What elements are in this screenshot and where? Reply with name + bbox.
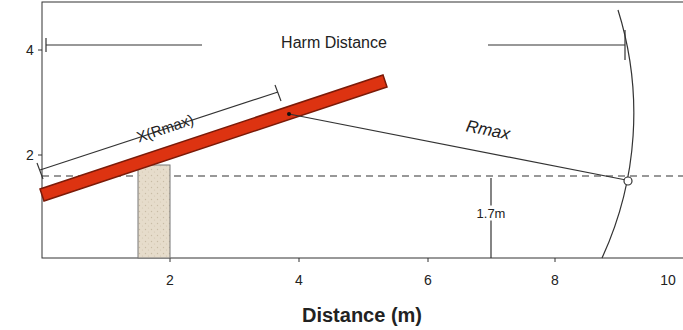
xrmax-bracket <box>37 85 281 179</box>
axis-tick-label: 6 <box>424 273 432 287</box>
pipe-bar <box>40 75 387 201</box>
axis-tick-label: 4 <box>26 43 34 57</box>
release-point <box>287 112 291 116</box>
axis-tick-label: 4 <box>295 273 303 287</box>
axis-ticks <box>38 50 555 262</box>
target-point <box>624 177 632 185</box>
plot-frame <box>42 2 683 258</box>
axis-tick-label: 10 <box>660 273 676 287</box>
dimension-label: 1.7m <box>475 206 508 221</box>
rmax-line <box>289 114 626 180</box>
axis-tick-label: 2 <box>26 148 34 162</box>
range-arc <box>602 10 634 258</box>
dimension-label: X(Rmax) <box>135 111 196 144</box>
axis-title: Distance (m) <box>302 305 422 325</box>
support-pillar <box>138 165 170 258</box>
axis-tick-label: 2 <box>166 273 174 287</box>
axis-tick-label: 8 <box>551 273 559 287</box>
dimension-label: Harm Distance <box>281 35 387 51</box>
dimension-label: Rmax <box>465 117 512 142</box>
harm-bracket <box>46 30 625 60</box>
